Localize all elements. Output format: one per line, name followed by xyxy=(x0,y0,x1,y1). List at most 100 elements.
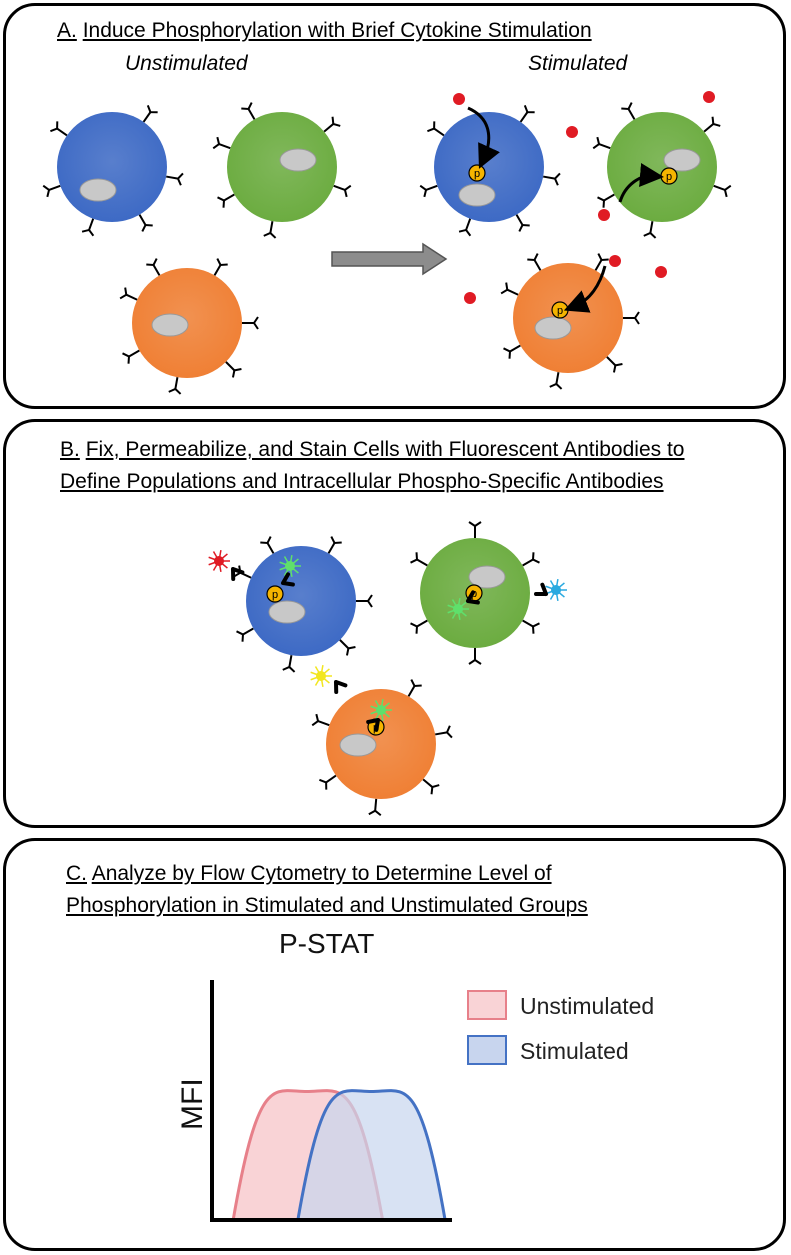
receptor-fork xyxy=(458,228,472,237)
receptor-fork xyxy=(503,347,512,359)
cytokine-dot xyxy=(464,292,476,304)
antibody-icon xyxy=(334,680,348,694)
cell-green-unstim-nucleus xyxy=(279,148,317,172)
receptor-stem xyxy=(225,361,236,372)
receptor-fork xyxy=(711,116,721,127)
phospho-group: p xyxy=(660,167,678,185)
antibody-icon xyxy=(231,567,245,581)
receptor-stem xyxy=(374,798,378,811)
receptor-stem xyxy=(223,193,235,202)
fluorophore-icon xyxy=(545,579,567,601)
receptor-fork xyxy=(597,196,606,208)
receptor-stem xyxy=(603,193,615,202)
cell-orange-stim-body xyxy=(513,263,623,373)
receptor-fork xyxy=(553,172,561,186)
receptor-fork xyxy=(42,184,51,198)
receptor-stem xyxy=(325,774,337,784)
stimulation-arrow xyxy=(331,242,448,276)
receptor-stem xyxy=(317,720,330,727)
receptor-fork xyxy=(549,382,563,390)
curved-arrow xyxy=(467,106,500,169)
receptor-fork xyxy=(217,196,226,208)
receptor-stem xyxy=(333,184,346,191)
panel-a-title: A. Induce Phosphorylation with Brief Cyt… xyxy=(57,19,592,43)
cell-orange-stim-nucleus xyxy=(534,316,572,340)
receptor-stem xyxy=(266,542,275,554)
legend-label-stimulated: Stimulated xyxy=(520,1038,629,1064)
fluorophore-icon xyxy=(279,555,301,577)
cell-blue-unstim-nucleus xyxy=(79,178,117,202)
receptor-fork xyxy=(523,105,535,114)
receptor-fork xyxy=(241,102,253,111)
receptor-stem xyxy=(522,619,534,628)
receptor-fork xyxy=(468,658,482,665)
receptor-stem xyxy=(627,108,636,120)
receptor-stem xyxy=(56,127,68,137)
receptor-stem xyxy=(649,220,654,234)
antibody-icon xyxy=(466,590,480,605)
receptor-stem xyxy=(515,214,524,226)
legend-swatch-unstimulated xyxy=(467,990,507,1020)
panel-a-title-text: Induce Phosphorylation with Brief Cytoki… xyxy=(82,19,592,42)
receptor-fork xyxy=(146,105,158,114)
receptor-fork xyxy=(343,184,352,198)
antibody-icon xyxy=(366,718,380,732)
receptor-stem xyxy=(213,264,222,276)
receptor-fork xyxy=(345,645,356,656)
receptor-fork xyxy=(643,231,657,239)
receptor-fork xyxy=(119,287,128,300)
panel-a-letter: A. xyxy=(57,19,77,42)
receptor-stem xyxy=(606,356,617,367)
phospho-label: p xyxy=(272,589,278,601)
cell-green-unstim xyxy=(212,102,352,239)
receptor-fork xyxy=(216,258,228,267)
receptor-stem xyxy=(555,371,560,385)
receptor-fork xyxy=(146,258,158,267)
cell-green-unstim-body xyxy=(227,112,337,222)
phospho-icon xyxy=(468,164,486,182)
receptor-stem xyxy=(407,685,416,697)
cell-orange-unstim xyxy=(119,258,259,395)
receptor-stem xyxy=(522,558,534,567)
receptor-fork xyxy=(410,622,419,634)
cell-orange-stained xyxy=(311,679,453,817)
phospho-icon xyxy=(266,585,284,603)
cytokine-dot xyxy=(609,255,621,267)
receptor-stem xyxy=(519,111,529,123)
receptor-fork xyxy=(236,630,245,642)
receptor-fork xyxy=(592,136,601,150)
receptor-fork xyxy=(366,594,373,608)
receptor-fork xyxy=(331,116,341,127)
series-stimulated-curve xyxy=(296,1089,447,1221)
receptor-stem xyxy=(125,293,138,301)
fluorophore-core xyxy=(376,705,386,715)
receptor-fork xyxy=(621,102,633,111)
cell-blue-stained xyxy=(233,536,373,673)
unstimulated-label: Unstimulated xyxy=(125,52,248,75)
cell-blue-unstim-body xyxy=(57,112,167,222)
receptor-fork xyxy=(531,552,540,564)
chart-title: P-STAT xyxy=(279,928,375,959)
cytokine-dot xyxy=(655,266,667,278)
cell-blue-stained-body xyxy=(246,546,356,656)
cell-green-stim xyxy=(592,102,732,239)
receptor-fork xyxy=(282,665,296,673)
fluorophore-core xyxy=(551,585,561,595)
receptor-stem xyxy=(138,214,147,226)
receptor-fork xyxy=(445,725,453,739)
cytokine-dot xyxy=(703,91,715,103)
receptor-fork xyxy=(531,622,540,634)
receptor-fork xyxy=(141,223,153,232)
cell-orange-stained-body xyxy=(326,689,436,799)
receptor-stem xyxy=(269,220,274,234)
receptor-stem xyxy=(128,349,140,358)
panel-b-title-line2: Define Populations and Intracellular Pho… xyxy=(60,470,664,494)
receptor-stem xyxy=(425,184,438,191)
receptor-stem xyxy=(416,619,428,628)
receptor-fork xyxy=(410,679,422,688)
panel-c-title-text-2: Phosphorylation in Stimulated and Unstim… xyxy=(66,894,588,917)
receptor-stem xyxy=(703,123,714,133)
receptor-fork xyxy=(81,228,95,237)
